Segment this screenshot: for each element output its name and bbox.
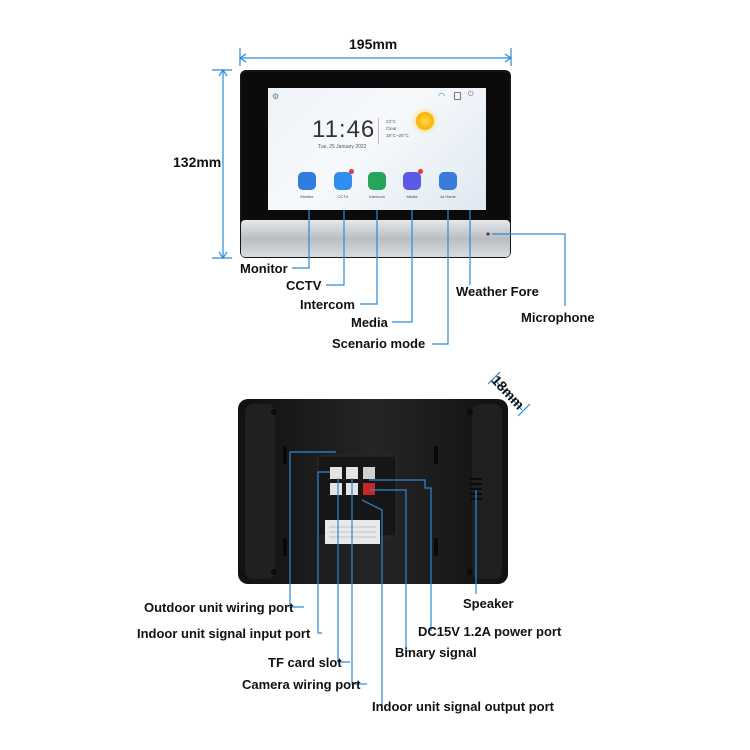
device-screen: ⚙ ◠ ⏻ 11:46 Tue, 25 January 2022 23°C Cl… (268, 88, 486, 210)
label-outdoor-port: Outdoor unit wiring port (144, 600, 294, 615)
weather-temp: 23°C (386, 119, 397, 124)
sun-icon (416, 112, 434, 130)
label-indoor-output: Indoor unit signal output port (372, 699, 554, 714)
connector-4 (330, 483, 342, 495)
intercom-app-icon[interactable] (368, 172, 386, 190)
monitor-app-icon[interactable] (298, 172, 316, 190)
depth-dimension (487, 371, 531, 417)
media-app-label: Media (406, 194, 418, 199)
label-intercom: Intercom (300, 297, 355, 312)
microphone-hole (486, 232, 490, 236)
height-label: 132mm (173, 154, 222, 170)
connector-power (363, 483, 375, 495)
weather-info: 23°C Clear 18°C~25°C (386, 118, 409, 139)
media-app-icon[interactable] (403, 172, 421, 190)
weather-cond: Clear (386, 126, 397, 131)
back-device (238, 399, 508, 584)
media-badge (418, 169, 423, 174)
label-indoor-input: Indoor unit signal input port (137, 626, 311, 641)
width-label: 195mm (349, 36, 398, 52)
connector-1 (330, 467, 342, 479)
weather-range: 18°C~25°C (386, 133, 409, 138)
connector-3 (363, 467, 375, 479)
label-binary-signal: Binary signal (395, 645, 477, 660)
cctv-app-label: CCTV (337, 194, 349, 199)
label-power-port: DC15V 1.2A power port (418, 624, 562, 639)
height-dimension (212, 68, 232, 260)
width-dimension (238, 48, 513, 66)
ai-home-app-label: AI Home (440, 194, 456, 199)
label-camera-port: Camera wiring port (242, 677, 361, 692)
clock-date: Tue, 25 January 2022 (318, 144, 367, 150)
label-tf-card: TF card slot (268, 655, 342, 670)
label-cctv: CCTV (286, 278, 322, 293)
label-scenario: Scenario mode (332, 336, 426, 351)
label-monitor: Monitor (240, 261, 288, 276)
power-icon: ⏻ (468, 91, 474, 98)
label-speaker: Speaker (463, 596, 514, 611)
ai-home-app-icon[interactable] (439, 172, 457, 190)
label-media: Media (351, 315, 388, 330)
back-leader-lines (289, 451, 477, 706)
intercom-app-label: Intercom (369, 194, 385, 199)
label-microphone: Microphone (521, 310, 595, 325)
label-weather: Weather Fore (456, 284, 539, 299)
clock-time: 11:46 (312, 116, 376, 143)
sd-icon (454, 92, 461, 100)
cctv-badge (349, 169, 354, 174)
connector-2 (346, 467, 358, 479)
monitor-app-label: Monitor (300, 194, 314, 199)
wifi-icon: ◠ (438, 91, 445, 100)
gear-icon: ⚙ (272, 92, 280, 101)
cctv-app-icon[interactable] (334, 172, 352, 190)
